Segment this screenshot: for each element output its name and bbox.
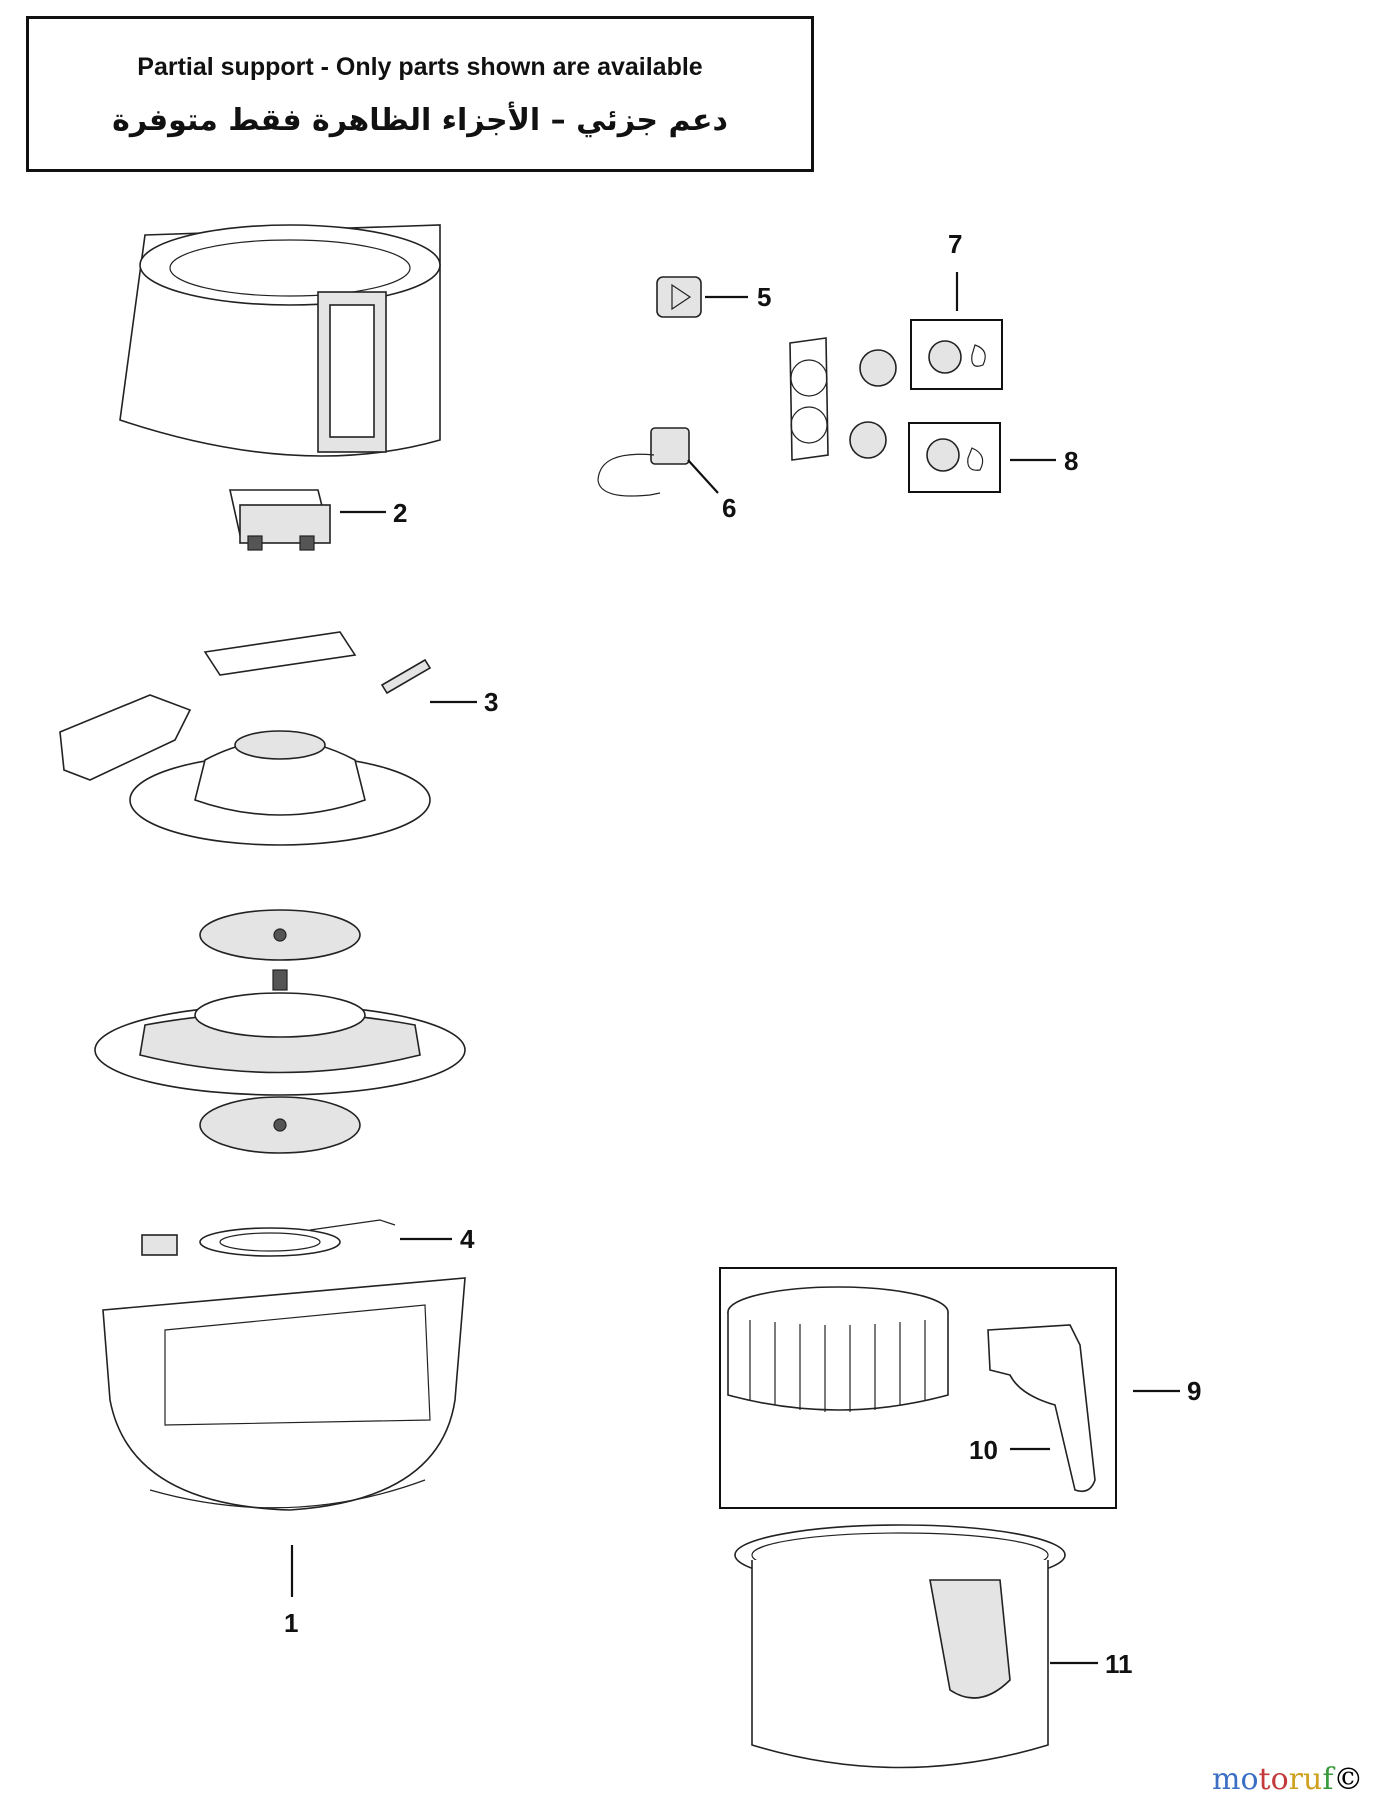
part-6-thermostat-drawing: [597, 427, 690, 497]
part-9-basket-frame: [719, 1267, 1117, 1509]
callout-7: 7: [948, 229, 962, 259]
watermark-part-2: to: [1258, 1762, 1289, 1797]
callout-11: 11: [1105, 1649, 1133, 1679]
part-1-base-housing-drawing: [102, 1277, 466, 1511]
part-11-pan-drawing: [734, 1524, 1066, 1769]
motoruf-watermark: motoruf©: [1212, 1762, 1363, 1797]
watermark-part-4: f: [1322, 1762, 1334, 1797]
availability-notice-english: Partial support - Only parts shown are a…: [137, 53, 703, 81]
left-duct-drawing: [59, 694, 192, 781]
control-faceplate-drawing: [789, 337, 897, 461]
part-2-motor-block-drawing: [229, 489, 331, 551]
callout-4: 4: [460, 1224, 475, 1254]
watermark-copyright: ©: [1333, 1762, 1364, 1797]
part-5-switch-drawing: [656, 276, 702, 318]
part-8-knob-drawing: [908, 422, 1001, 493]
part-7-knob-drawing: [910, 319, 1003, 390]
callout-9: 9: [1187, 1376, 1201, 1406]
callout-3: 3: [484, 687, 498, 717]
part-4-heating-element-drawing: [141, 1219, 396, 1257]
part-9-basket-drawing: [727, 1286, 949, 1412]
availability-notice-arabic: دعم جزئي – الأجزاء الظاهرة فقط متوفرة: [112, 103, 728, 138]
watermark-part-3: ru: [1288, 1762, 1323, 1797]
leader-6: [687, 459, 719, 494]
watermark-part-1: mo: [1212, 1762, 1259, 1797]
availability-notice-box: Partial support - Only parts shown are a…: [26, 16, 814, 172]
heat-shield-drawing: [94, 969, 466, 1096]
lower-fan-drawing: [199, 1096, 361, 1154]
callout-1: 1: [284, 1608, 298, 1638]
callout-6: 6: [722, 493, 736, 523]
callout-5: 5: [757, 282, 771, 312]
mounting-plate-drawing: [203, 631, 357, 676]
callout-8: 8: [1064, 446, 1078, 476]
upper-fan-drawing: [199, 909, 361, 961]
part-3-rod-drawing: [380, 658, 432, 695]
part-10-handle-drawing: [987, 1324, 1096, 1493]
top-housing-drawing: [119, 224, 441, 457]
motor-cover-drawing: [129, 730, 431, 846]
callout-2: 2: [393, 498, 407, 528]
callout-10: 10: [969, 1435, 998, 1465]
